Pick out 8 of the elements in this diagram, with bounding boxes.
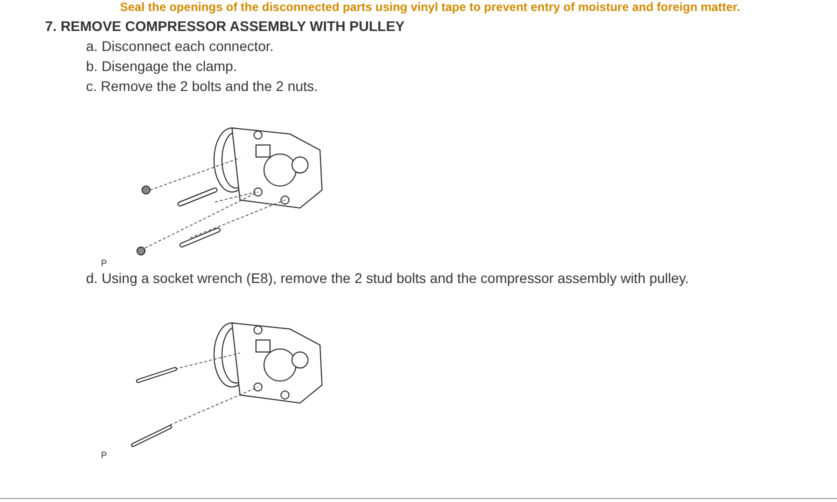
instruction-text: a. Disconnect each connector.	[86, 38, 274, 54]
instruction-text: b. Disengage the clamp.	[86, 58, 237, 74]
instruction-text: d. Using a socket wrench (E8), remove the 2 stud bolts and the compressor assembly with pulley.	[86, 270, 689, 286]
figure-code: P	[101, 258, 108, 268]
caution-note: Seal the openings of the disconnected parts using vinyl tape to prevent entry of moisture and foreign matter.	[120, 0, 740, 14]
instruction-text: c. Remove the 2 bolts and the 2 nuts.	[86, 78, 318, 94]
step-heading: 7. REMOVE COMPRESSOR ASSEMBLY WITH PULLEY	[45, 18, 405, 34]
figure-code: P	[101, 450, 108, 460]
